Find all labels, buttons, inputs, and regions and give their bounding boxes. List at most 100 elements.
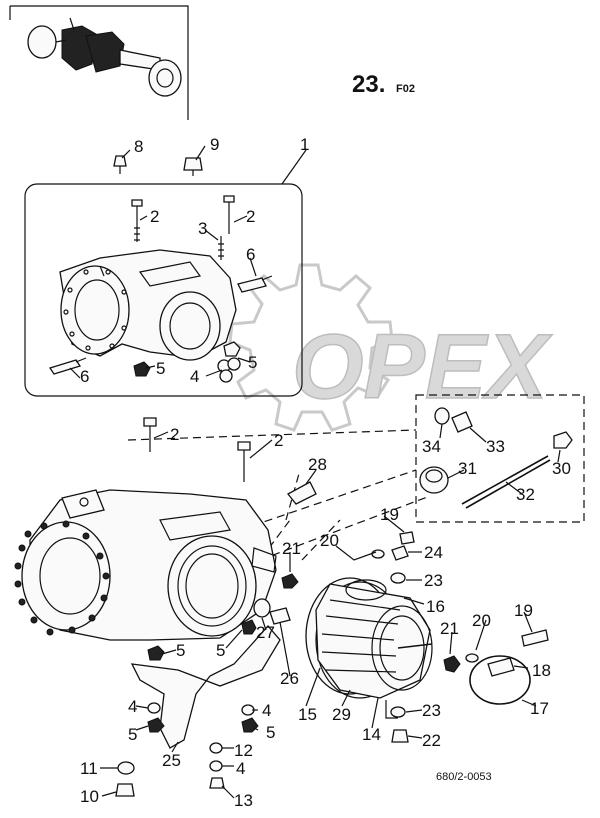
nut-5-lower-c-icon (147, 717, 165, 733)
callout-5: 5 (266, 723, 275, 742)
bolt-19-lower-icon (521, 629, 549, 647)
overview-thumbnail (9, 5, 189, 120)
callout-15: 15 (298, 705, 317, 724)
plug-10-icon (115, 783, 135, 797)
callout-25: 25 (162, 751, 181, 770)
callout-24: 24 (424, 543, 443, 562)
callout-20: 20 (472, 611, 491, 630)
callout-19: 19 (514, 601, 533, 620)
callout-30: 30 (552, 459, 571, 478)
callout-14: 14 (362, 725, 381, 744)
clamp-18-icon (487, 657, 515, 677)
callout-5: 5 (128, 725, 137, 744)
washer-34-icon (434, 407, 450, 425)
callout-2: 2 (150, 207, 159, 226)
cover-14 (315, 583, 433, 699)
stud-2-mid-right-icon (237, 441, 251, 482)
callout-23: 23 (424, 571, 443, 590)
callout-4: 4 (128, 697, 137, 716)
callout-32: 32 (516, 485, 535, 504)
washer-20-upper-icon (371, 549, 385, 559)
watermark-text: OPEX (292, 316, 552, 418)
callout-5: 5 (248, 353, 257, 372)
group-box-bolt-set (415, 394, 585, 523)
callout-19: 19 (380, 505, 399, 524)
bracket-25 (130, 625, 281, 749)
ring-27-icon (253, 598, 271, 618)
stud-2-right-icon (223, 195, 235, 234)
nut-5-lower-a-icon (147, 645, 165, 661)
stud-3-icon (218, 236, 224, 260)
stud-2-mid-left-icon (143, 417, 157, 452)
seal-16 (345, 579, 387, 601)
callout-16: 16 (426, 597, 445, 616)
callout-2: 2 (274, 431, 283, 450)
callout-21: 21 (440, 619, 459, 638)
nut-24-icon (391, 545, 409, 561)
nut-21-upper-icon (281, 573, 299, 589)
callout-4: 4 (236, 759, 245, 778)
callout-3: 3 (198, 219, 207, 238)
nut-5-lower-d-icon (241, 717, 259, 733)
watermark: OPEX (228, 263, 553, 432)
callout-5: 5 (156, 359, 165, 378)
group-box-housing (24, 183, 303, 397)
bolt-22-icon (391, 729, 409, 743)
callout-12: 12 (234, 741, 253, 760)
breather-28-icon (287, 481, 317, 505)
callout-21: 21 (282, 539, 301, 558)
cap-31-icon (419, 466, 449, 494)
callout-6: 6 (80, 367, 89, 386)
pin-26-icon (269, 607, 291, 625)
callout-22: 22 (422, 731, 441, 750)
callout-27: 27 (256, 623, 275, 642)
callout-31: 31 (458, 459, 477, 478)
washer-20-lower-icon (465, 653, 479, 663)
callout-2: 2 (170, 425, 179, 444)
stud-6-right-icon (237, 275, 273, 293)
callout-1: 1 (300, 135, 309, 154)
stud-2-left-icon (131, 199, 143, 242)
flange-bolts (14, 520, 110, 636)
lower-housing (14, 489, 277, 641)
bolt-19-upper-icon (399, 531, 415, 545)
bushing-33-icon (451, 411, 473, 433)
callout-2: 2 (246, 207, 255, 226)
nut-21-lower-icon (443, 655, 461, 673)
callout-23: 23 (422, 701, 441, 720)
nut-5-upper-left-icon (133, 361, 151, 377)
washer-4-lower-a-icon (147, 702, 161, 714)
callout-4: 4 (190, 367, 199, 386)
callout-29: 29 (332, 705, 351, 724)
callout-17: 17 (530, 699, 549, 718)
callout-33: 33 (486, 437, 505, 456)
callout-10: 10 (80, 787, 99, 806)
callout-5: 5 (176, 641, 185, 660)
nut-5-lower-b-icon (241, 619, 257, 635)
callout-28: 28 (308, 455, 327, 474)
callout-6: 6 (246, 245, 255, 264)
callout-11: 11 (80, 759, 98, 778)
clamp-ring-17-icon (469, 655, 531, 705)
watermark-gear-icon (228, 263, 394, 432)
plug-9-icon (183, 157, 203, 176)
nut-washer-group-icon (217, 341, 241, 383)
washer-12-icon (209, 742, 223, 754)
stud-6-left-icon (48, 357, 87, 375)
bolt-8-icon (113, 155, 127, 174)
callout-34: 34 (422, 437, 441, 456)
callout-20: 20 (320, 531, 339, 550)
callout-13: 13 (234, 791, 253, 810)
callout-5: 5 (216, 641, 225, 660)
washer-4-lower-c-icon (209, 760, 223, 772)
callout-18: 18 (532, 661, 551, 680)
washer-23-upper-icon (390, 572, 406, 584)
callout-4: 4 (262, 701, 271, 720)
page-number: 23. (352, 71, 385, 98)
callout-9: 9 (210, 135, 219, 154)
drawing-code: 680/2-0053 (436, 771, 492, 783)
callout-8: 8 (134, 137, 143, 156)
nut-30-icon (553, 431, 573, 449)
washer-11-icon (117, 761, 135, 775)
